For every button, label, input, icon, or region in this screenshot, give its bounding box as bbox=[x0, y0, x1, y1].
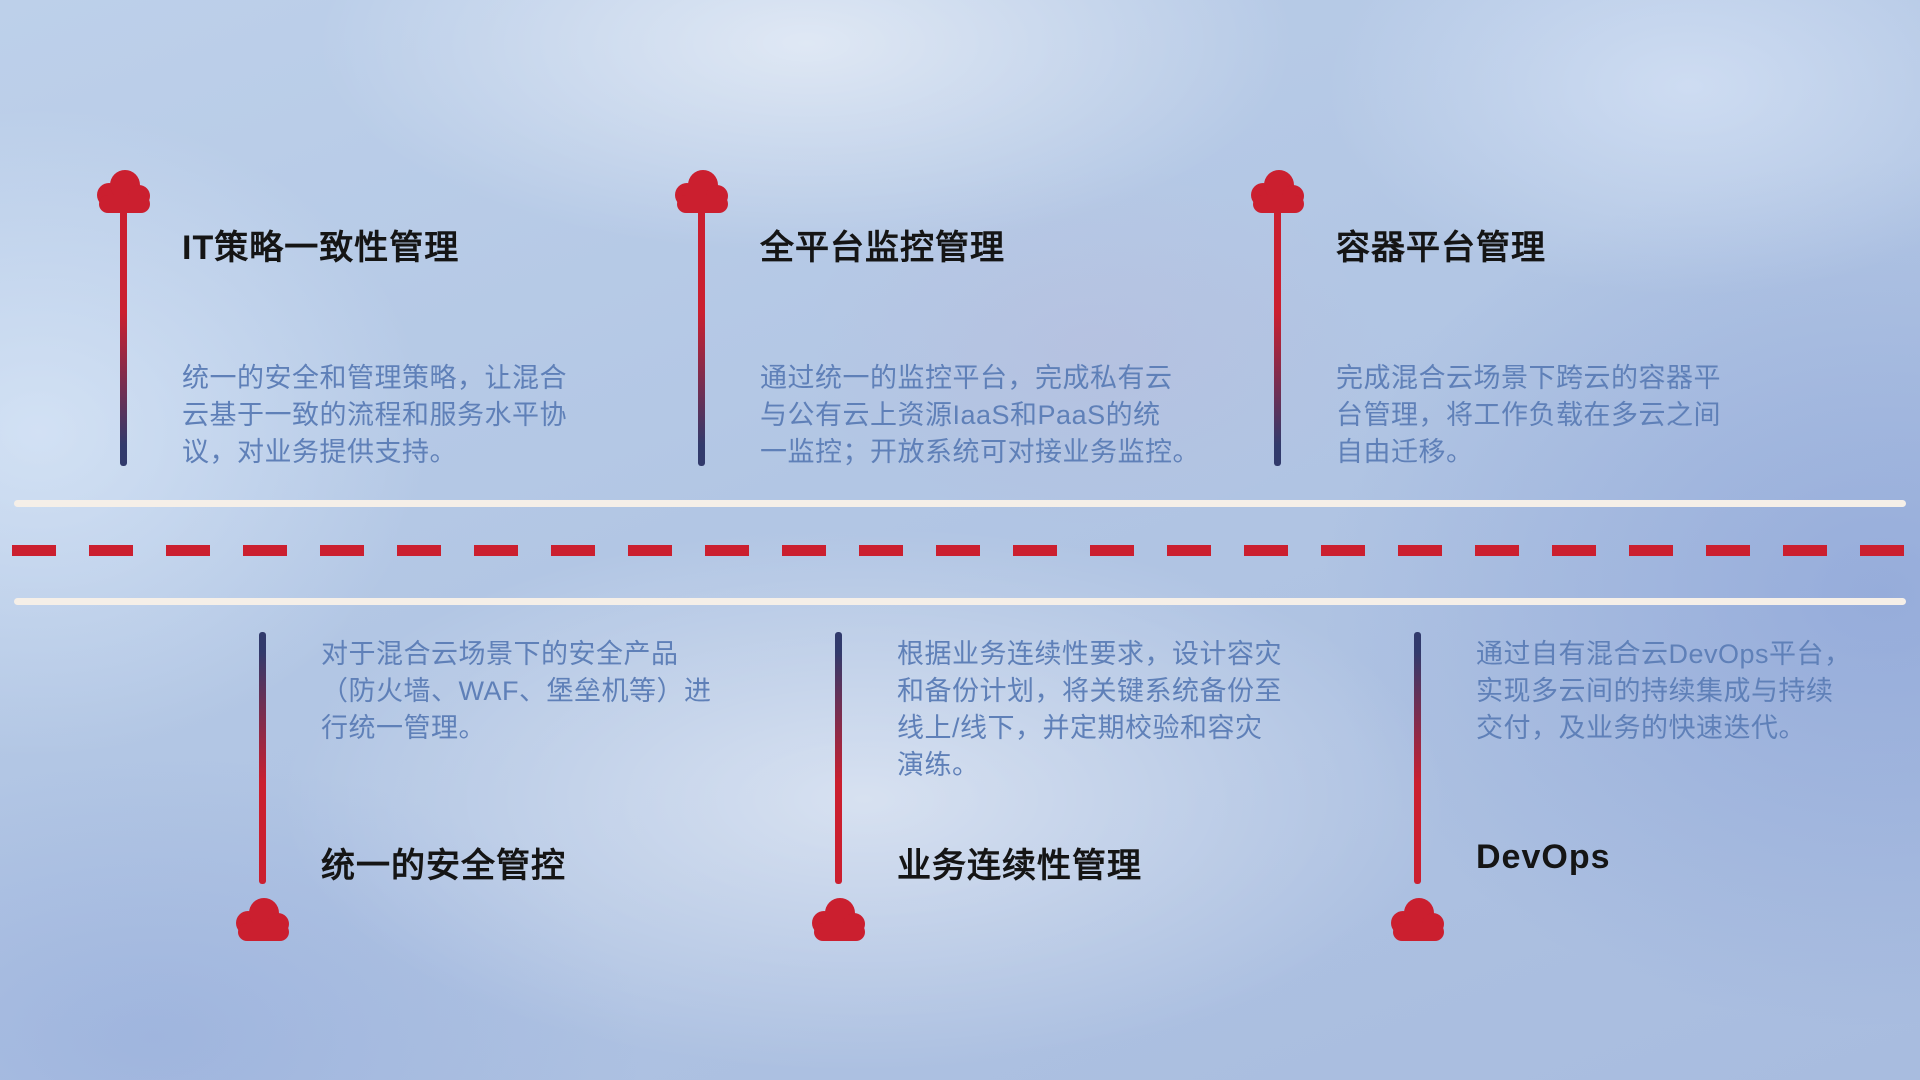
feature-title: 统一的安全管控 bbox=[321, 847, 566, 885]
connector-line bbox=[835, 632, 842, 884]
road-edge-line-bottom bbox=[14, 598, 1906, 605]
feature-description: 统一的安全和管理策略，让混合 云基于一致的流程和服务水平协 议，对业务提供支持。 bbox=[182, 363, 567, 467]
connector-line bbox=[259, 632, 266, 884]
feature-title: 全平台监控管理 bbox=[760, 229, 1005, 267]
cloud-icon bbox=[670, 168, 734, 214]
feature-title: 容器平台管理 bbox=[1336, 229, 1546, 267]
connector-line bbox=[698, 210, 705, 466]
feature-title: IT策略一致性管理 bbox=[182, 229, 460, 267]
feature-title: DevOps bbox=[1476, 838, 1611, 876]
feature-description: 根据业务连续性要求，设计容灾 和备份计划，将关键系统备份至 线上/线下，并定期校… bbox=[897, 639, 1282, 780]
feature-description: 通过统一的监控平台，完成私有云 与公有云上资源IaaS和PaaS的统 一监控；开… bbox=[760, 363, 1200, 467]
feature-description: 完成混合云场景下跨云的容器平 台管理，将工作负载在多云之间 自由迁移。 bbox=[1336, 363, 1721, 467]
feature-description: 对于混合云场景下的安全产品 （防火墙、WAF、堡垒机等）进 行统一管理。 bbox=[321, 639, 712, 743]
connector-line bbox=[1414, 632, 1421, 884]
connector-line bbox=[120, 210, 127, 466]
connector-line bbox=[1274, 210, 1281, 466]
feature-it-policy-management: IT策略一致性管理 统一的安全和管理策略，让混合 云基于一致的流程和服务水平协 … bbox=[92, 168, 652, 498]
feature-container-platform-management: 容器平台管理 完成混合云场景下跨云的容器平 台管理，将工作负载在多云之间 自由迁… bbox=[1246, 168, 1806, 498]
cloud-icon bbox=[92, 168, 156, 214]
feature-business-continuity-management: 根据业务连续性要求，设计容灾 和备份计划，将关键系统备份至 线上/线下，并定期校… bbox=[807, 632, 1367, 962]
road-center-dashed-line bbox=[12, 545, 1908, 556]
cloud-icon bbox=[1386, 896, 1450, 942]
cloud-icon bbox=[807, 896, 871, 942]
road-edge-line-top bbox=[14, 500, 1906, 507]
feature-title: 业务连续性管理 bbox=[897, 847, 1142, 885]
feature-devops: 通过自有混合云DevOps平台， 实现多云间的持续集成与持续 交付，及业务的快速… bbox=[1386, 632, 1920, 962]
feature-platform-monitoring-management: 全平台监控管理 通过统一的监控平台，完成私有云 与公有云上资源IaaS和PaaS… bbox=[670, 168, 1230, 498]
feature-unified-security-control: 对于混合云场景下的安全产品 （防火墙、WAF、堡垒机等）进 行统一管理。 统一的… bbox=[231, 632, 791, 962]
feature-description: 通过自有混合云DevOps平台， 实现多云间的持续集成与持续 交付，及业务的快速… bbox=[1476, 639, 1852, 743]
cloud-icon bbox=[231, 896, 295, 942]
cloud-icon bbox=[1246, 168, 1310, 214]
